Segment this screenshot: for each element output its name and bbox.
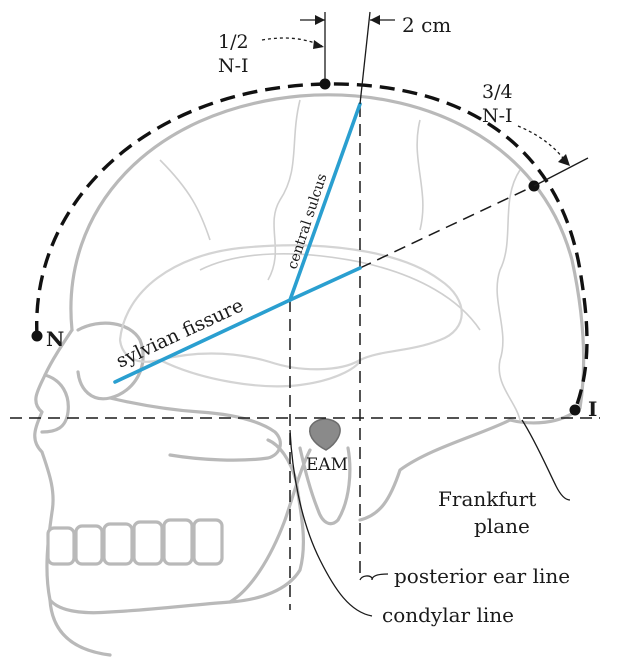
cranium-outline bbox=[69, 93, 586, 522]
temporal-lobe-outline bbox=[159, 359, 362, 388]
half-ni-dotted-arrow bbox=[261, 37, 323, 47]
orbit-outline bbox=[76, 321, 145, 401]
nasion-point bbox=[31, 330, 43, 342]
three-quarter-dotted-arrow bbox=[517, 125, 567, 163]
lambdoid-suture bbox=[496, 169, 521, 421]
half-ni-label-top: 1/2 bbox=[218, 31, 249, 53]
half-ni-arrowhead bbox=[315, 15, 325, 25]
eam-shape bbox=[309, 418, 341, 451]
half-ni-label-bottom: N-I bbox=[218, 55, 249, 77]
frankfurt-label-top: Frankfurt bbox=[438, 487, 536, 511]
mastoid-outline bbox=[298, 446, 352, 526]
three-quarter-tick bbox=[533, 157, 589, 187]
coronal-suture bbox=[267, 99, 301, 281]
posterior-ear-pointer bbox=[359, 573, 389, 581]
sylvian-fissure-extension bbox=[288, 266, 362, 302]
posterior-ear-line-label: posterior ear line bbox=[394, 564, 570, 588]
measurement-markers bbox=[261, 11, 589, 617]
face-outline bbox=[33, 328, 306, 615]
three-quarter-arrowhead bbox=[558, 154, 570, 166]
sulcus-lines bbox=[113, 102, 362, 384]
two-cm-label: 2 cm bbox=[402, 13, 451, 37]
mandible-outline bbox=[48, 448, 312, 657]
frankfurt-pointer bbox=[521, 419, 571, 501]
nasion-inion-oblique-line bbox=[359, 185, 535, 269]
sylvian-fissure-line bbox=[113, 298, 292, 384]
squamosal-suture bbox=[199, 253, 481, 331]
nasion-label: N bbox=[46, 327, 64, 351]
condylar-pointer bbox=[289, 429, 373, 617]
two-cm-tick bbox=[359, 11, 371, 105]
three-quarter-label-top: 3/4 bbox=[482, 81, 513, 103]
nasion-inion-arc bbox=[35, 82, 589, 411]
reference-lines bbox=[10, 105, 600, 610]
central-sulcus-line bbox=[288, 102, 362, 302]
nasal-outline bbox=[40, 373, 70, 434]
condylar-line-label: condylar line bbox=[382, 603, 514, 627]
eam-label: EAM bbox=[306, 455, 348, 475]
parietal-suture bbox=[159, 119, 424, 241]
half-ni-point bbox=[319, 78, 331, 90]
inion-label: I bbox=[588, 397, 597, 421]
frankfurt-label-bottom: plane bbox=[474, 514, 530, 538]
two-cm-arrowhead bbox=[370, 15, 380, 25]
brain-outline bbox=[118, 244, 463, 371]
three-quarter-label-bottom: N-I bbox=[482, 105, 513, 127]
inion-point bbox=[569, 404, 581, 416]
half-ni-dotted-arrowhead bbox=[313, 40, 324, 49]
upper-teeth bbox=[46, 518, 224, 566]
zygomatic-outline bbox=[108, 396, 282, 462]
skull-illustration bbox=[33, 93, 586, 657]
